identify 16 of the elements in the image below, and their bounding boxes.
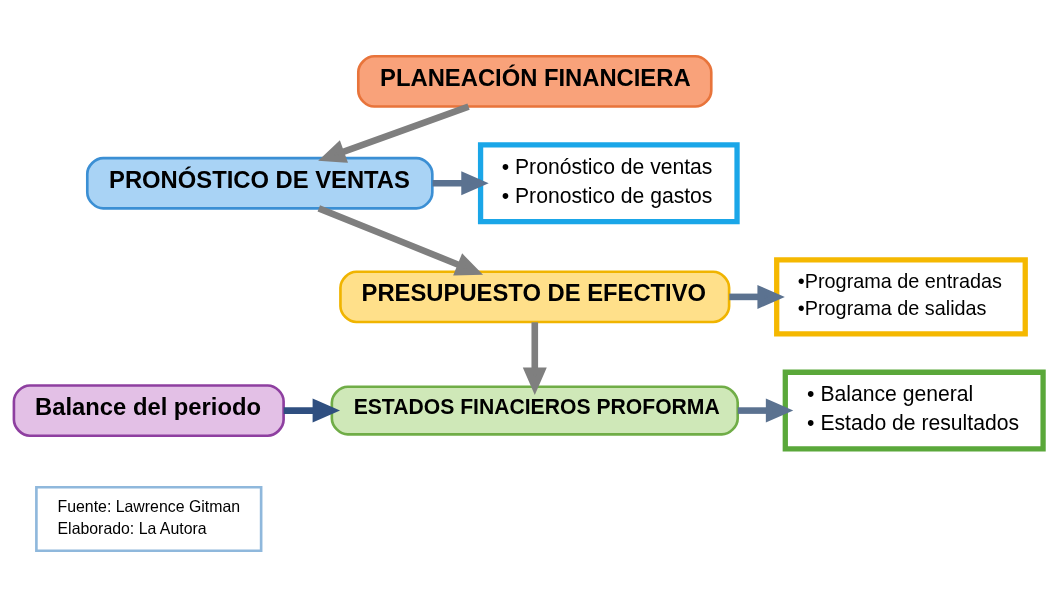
node-box: ESTADOS FINACIEROS PROFORMA bbox=[330, 385, 740, 436]
arrow bbox=[522, 322, 547, 395]
arrow bbox=[317, 205, 484, 276]
arrow bbox=[318, 103, 470, 163]
node-box: • Balance general • Estado de resultados bbox=[782, 369, 1046, 452]
arrow bbox=[283, 398, 340, 423]
node-box: Fuente: Lawrence Gitman Elaborado: La Autora bbox=[35, 485, 263, 553]
node-box: • Pronóstico de ventas • Pronostico de gastos bbox=[477, 142, 740, 225]
arrow bbox=[432, 171, 489, 196]
node-box: PRESUPUESTO DE EFECTIVO bbox=[339, 270, 731, 324]
arrow bbox=[737, 398, 794, 423]
node-box: •Programa de entradas •Programa de salidas bbox=[774, 257, 1028, 337]
node-box: Balance del periodo bbox=[12, 384, 285, 437]
arrow bbox=[729, 284, 785, 309]
node-box: PRONÓSTICO DE VENTAS bbox=[85, 156, 434, 210]
node-box: PLANEACIÓN FINANCIERA bbox=[356, 54, 713, 108]
